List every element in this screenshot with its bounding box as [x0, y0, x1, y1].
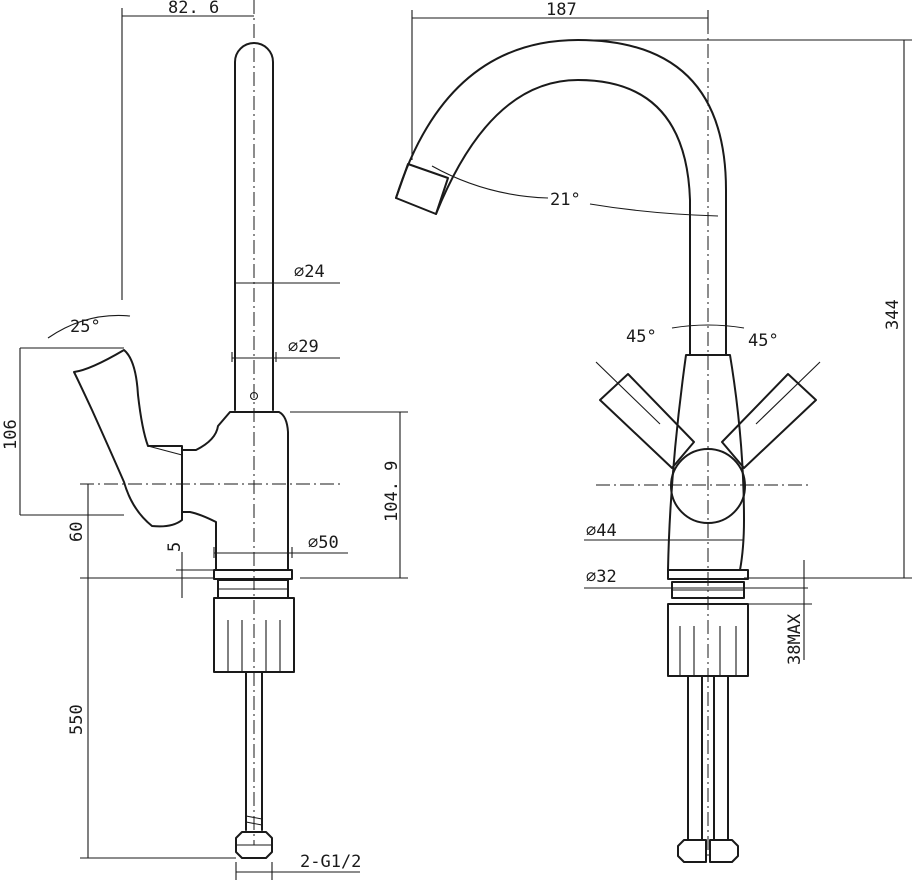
- side-hose-length-label: 550: [67, 704, 87, 735]
- front-counter-thickness-label: 38MAX: [785, 613, 805, 665]
- side-base-offset-label: 5: [165, 542, 185, 552]
- side-spout-diameter-label: ∅24: [294, 262, 325, 282]
- side-view: 82. 6 ∅24 ∅29 25° 106 104. 9 ∅50 5 60 55…: [1, 0, 408, 880]
- front-mounting-nut: [667, 603, 749, 677]
- side-mounting-nut: [213, 597, 295, 673]
- front-cartridge-cap: [670, 448, 746, 524]
- side-hose-thread-label: 2-G1/2: [300, 852, 361, 872]
- side-spout-reach-label: 82. 6: [168, 0, 219, 18]
- front-lever-angle-left-label: 45°: [626, 327, 657, 347]
- front-total-height-label: 344: [883, 299, 903, 330]
- front-lever-angle-right-label: 45°: [748, 331, 779, 351]
- front-left-lever: [599, 373, 695, 469]
- front-dimension-lines: [411, 10, 912, 660]
- front-spout-angle-label: 21°: [550, 190, 581, 210]
- front-view-axes: [596, 20, 810, 860]
- side-dimension-lines: [19, 8, 408, 880]
- side-hose: [235, 671, 273, 859]
- front-base-ring: [667, 569, 749, 580]
- side-lower-height-label: 60: [67, 522, 87, 542]
- side-handle-angle-label: 25°: [70, 317, 101, 337]
- front-body-diameter-label: ∅44: [586, 521, 617, 541]
- side-view-axes: [80, 0, 340, 845]
- front-spout-reach-label: 187: [546, 0, 577, 20]
- side-body-upper-diameter-label: ∅29: [288, 337, 319, 357]
- side-base-diameter-label: ∅50: [308, 533, 339, 553]
- front-right-lever: [721, 373, 817, 469]
- side-spout: [234, 42, 274, 411]
- side-body: [181, 411, 289, 571]
- side-body-height-label: 104. 9: [382, 461, 402, 522]
- side-handle-height-label: 106: [1, 419, 21, 450]
- side-handle: [73, 349, 183, 528]
- front-hoses: [677, 675, 739, 863]
- front-base-diameter-label: ∅32: [586, 567, 617, 587]
- side-base-ring: [213, 569, 293, 580]
- front-view: 187 344 21° 45° 45° ∅44 ∅32 38MAX: [395, 0, 912, 863]
- front-spout-outlet: [395, 163, 449, 215]
